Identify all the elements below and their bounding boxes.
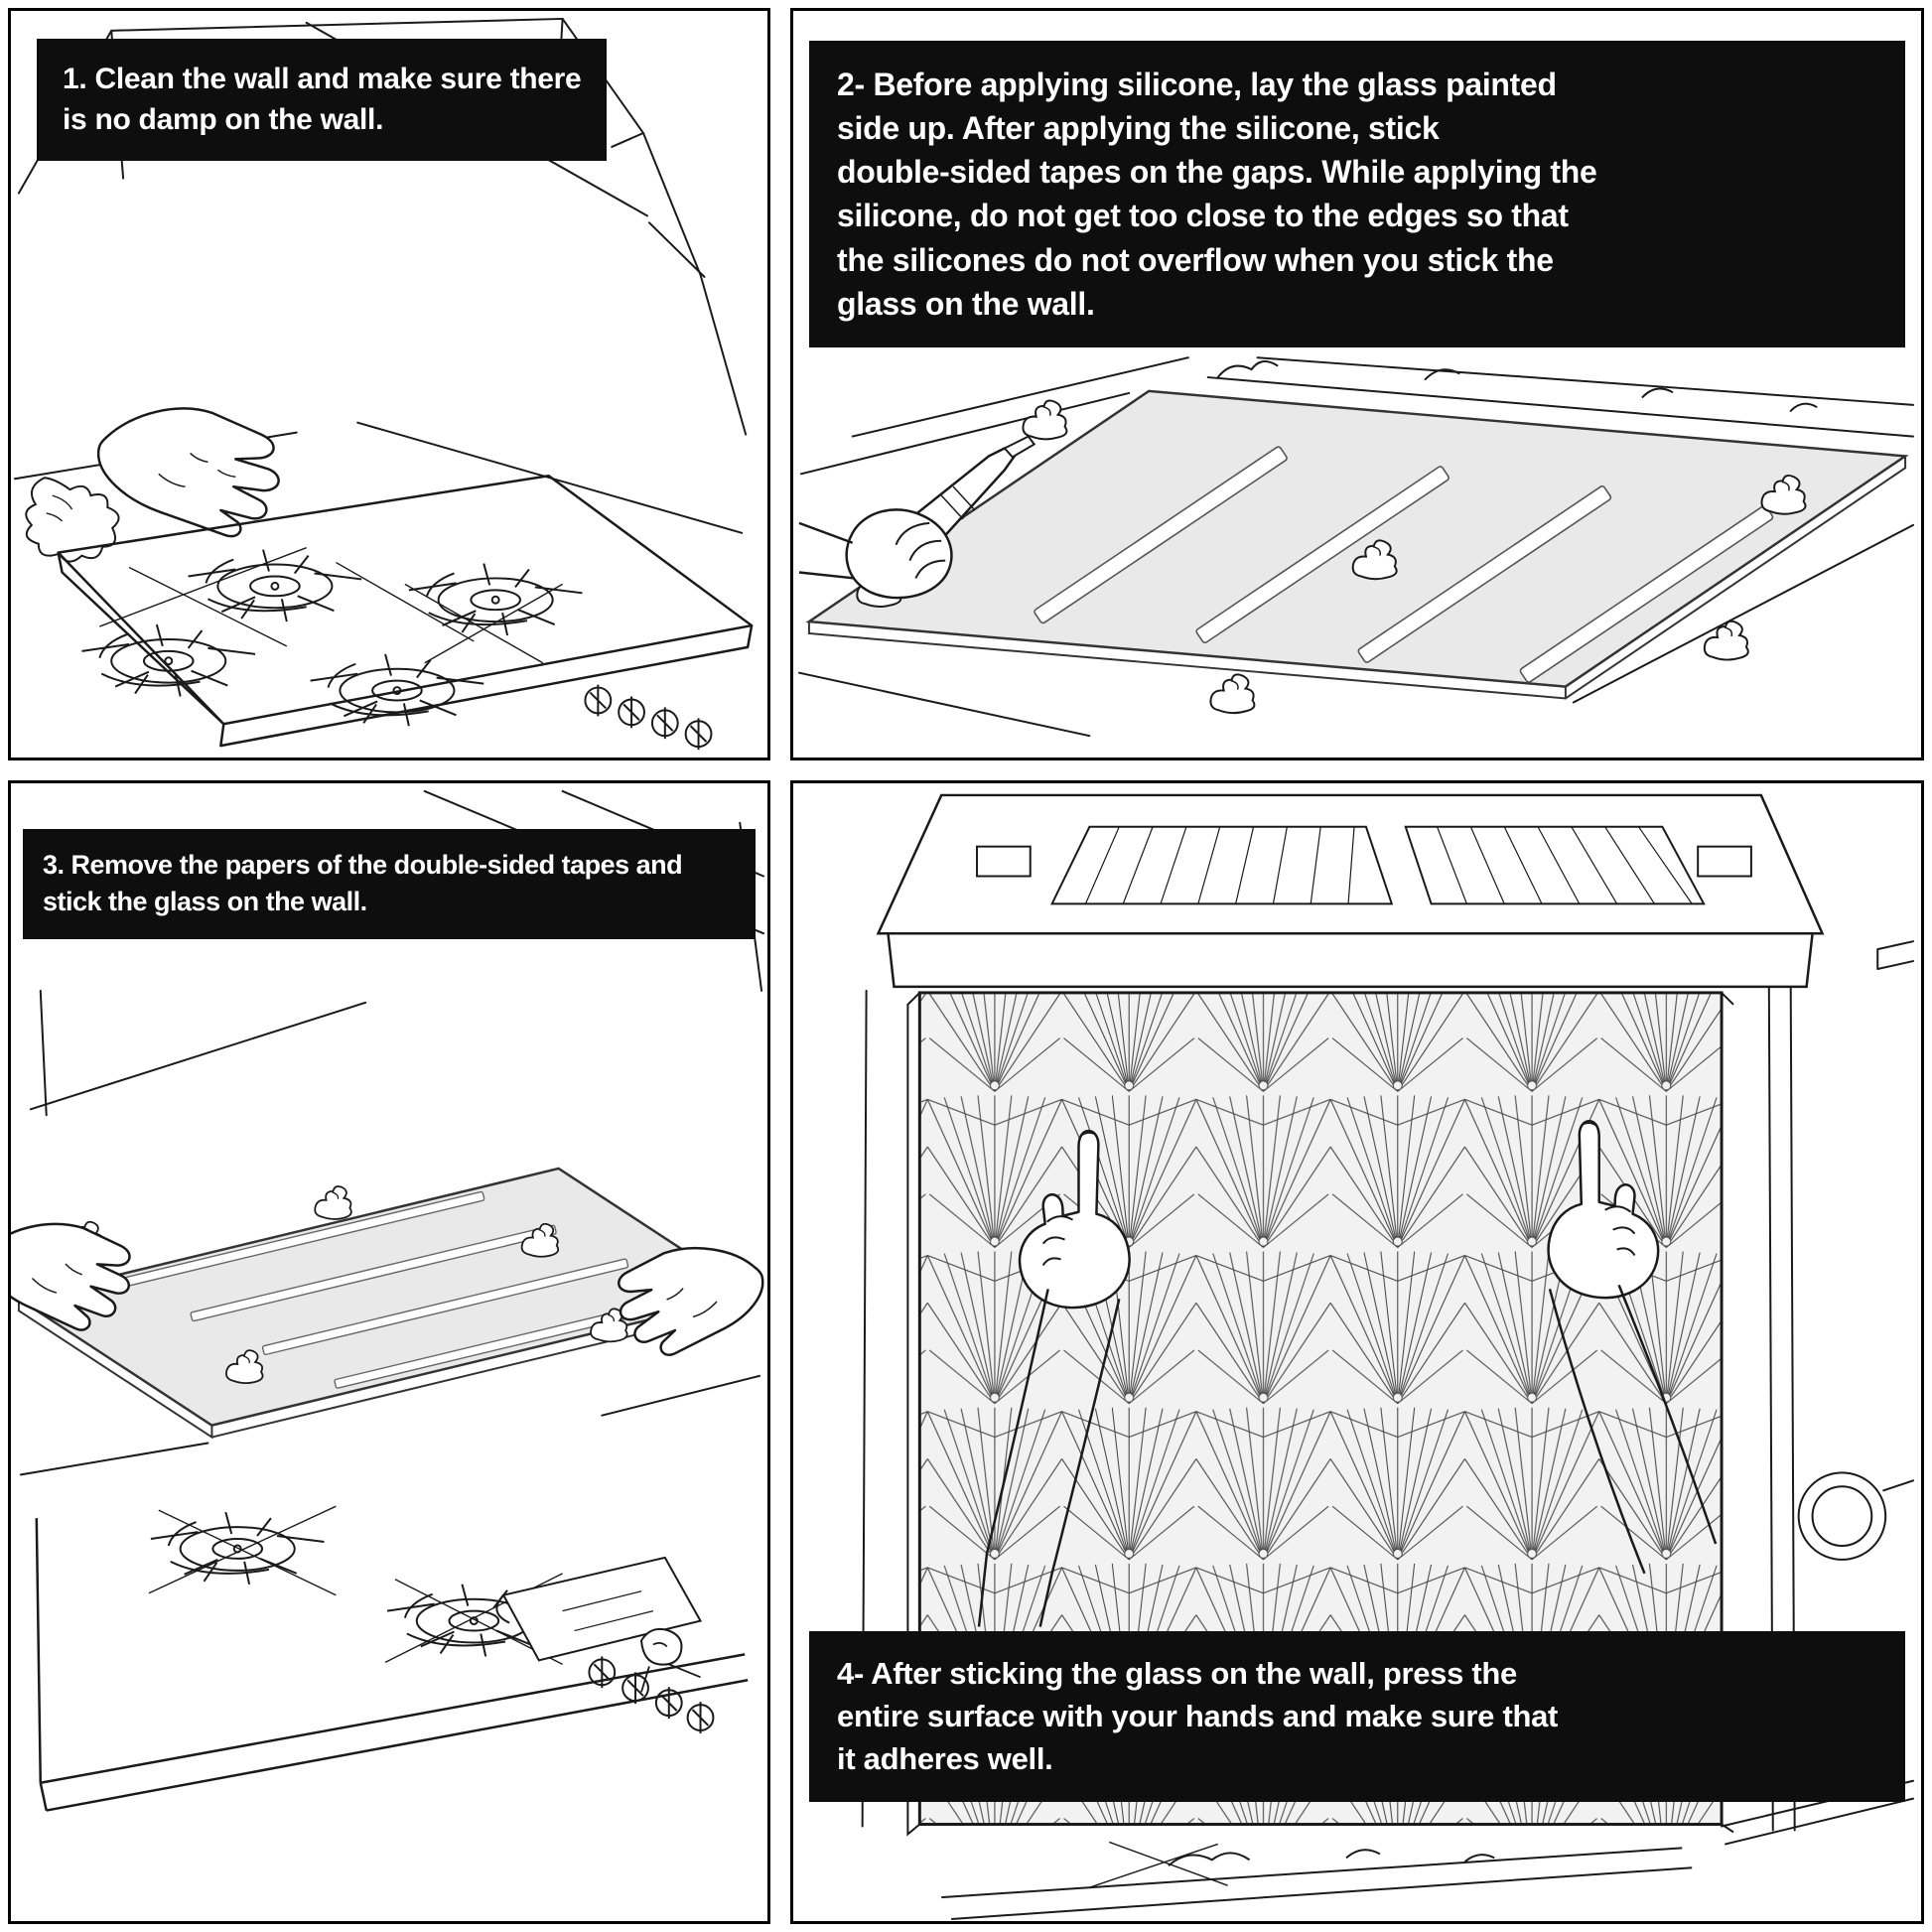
panel-step-1: 1. Clean the wall and make sure there is… xyxy=(8,8,770,760)
pressing-hand-left-icon xyxy=(977,1129,1131,1627)
step3-illustration xyxy=(11,789,767,1812)
counter-sketch-lines xyxy=(797,356,1915,738)
step-3-caption: 3. Remove the papers of the double-sided… xyxy=(23,829,756,939)
peeling-hand-icon xyxy=(639,1627,701,1693)
panel-step-4: 4- After sticking the glass on the wall,… xyxy=(790,780,1924,1924)
step1-illustration xyxy=(13,17,754,751)
step-4-caption: 4- After sticking the glass on the wall,… xyxy=(809,1631,1905,1803)
control-knobs xyxy=(584,684,713,751)
step-1-caption: 1. Clean the wall and make sure there is… xyxy=(37,39,608,161)
panel-step-2: 2- Before applying silicone, lay the gla… xyxy=(790,8,1924,760)
cooktop-sketch-lines xyxy=(941,1841,1693,1921)
control-knobs xyxy=(588,1656,715,1733)
range-hood xyxy=(876,793,1825,989)
squeezing-hand-icon xyxy=(798,508,953,600)
double-sided-tapes xyxy=(1034,446,1774,683)
scratch-lines xyxy=(99,547,563,664)
panel-step-3: 3. Remove the papers of the double-sided… xyxy=(8,780,770,1924)
wiping-cloth-icon xyxy=(25,477,120,563)
pressing-hand-right-icon xyxy=(1547,1119,1718,1575)
cooktop-illustration xyxy=(57,475,754,751)
wiping-hand-icon xyxy=(96,407,280,538)
step-2-caption: 2- Before applying silicone, lay the gla… xyxy=(809,41,1905,347)
tape-backing-paper xyxy=(495,1556,703,1662)
scratch-lines xyxy=(148,1505,563,1665)
double-sided-tapes xyxy=(118,1190,701,1389)
cooktop-illustration xyxy=(35,1505,749,1812)
step2-illustration xyxy=(797,356,1915,738)
